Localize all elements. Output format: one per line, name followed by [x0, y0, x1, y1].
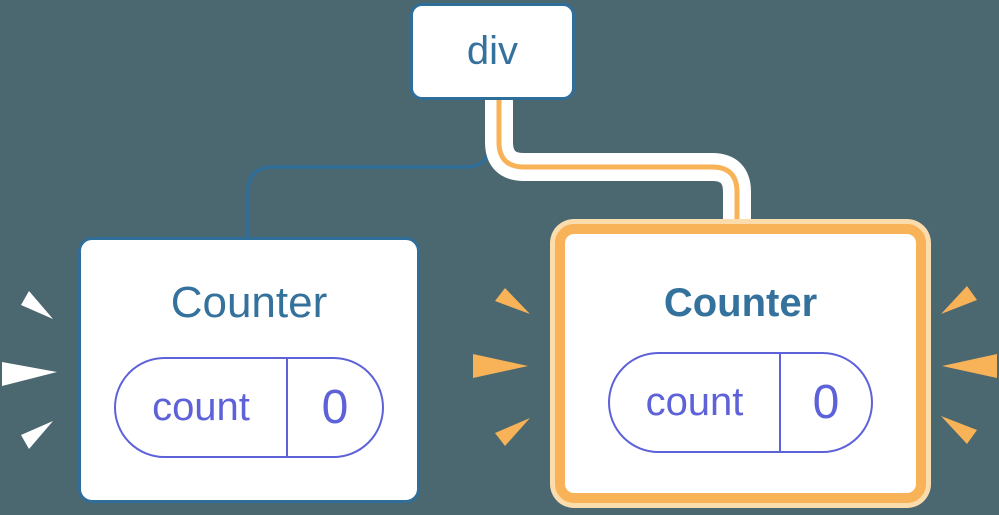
root-node-div: div — [410, 3, 575, 100]
burst-dash — [2, 362, 57, 386]
edge-root-to-left-counter — [246, 98, 492, 240]
burst-dash — [495, 418, 530, 446]
edge-root-to-right-counter — [496, 95, 740, 231]
counter-card-left: Counter count 0 — [78, 237, 420, 503]
edge-highlight-casing — [485, 95, 751, 225]
counter-card-right-highlight-ring: Counter count 0 — [550, 219, 931, 508]
state-pill: count 0 — [114, 357, 384, 458]
burst-dash — [473, 354, 528, 378]
burst-dash — [495, 288, 530, 314]
root-node-label: div — [466, 29, 519, 73]
burst-dash — [942, 354, 997, 378]
counter-card-right: Counter count 0 — [555, 224, 926, 503]
counter-title: Counter — [663, 281, 818, 325]
counter-title: Counter — [170, 278, 328, 327]
state-pill: count 0 — [608, 352, 873, 453]
state-value: 0 — [321, 381, 349, 434]
state-name: count — [610, 354, 781, 451]
state-name: count — [116, 359, 288, 456]
state-value: 0 — [812, 376, 840, 429]
burst-left-counter-icon — [2, 291, 57, 449]
burst-dash — [21, 421, 53, 449]
burst-right-counter-outer-icon — [941, 286, 997, 444]
burst-dash — [941, 416, 977, 444]
burst-dash — [21, 291, 53, 319]
burst-right-counter-inner-icon — [473, 288, 530, 446]
burst-dash — [941, 286, 977, 314]
